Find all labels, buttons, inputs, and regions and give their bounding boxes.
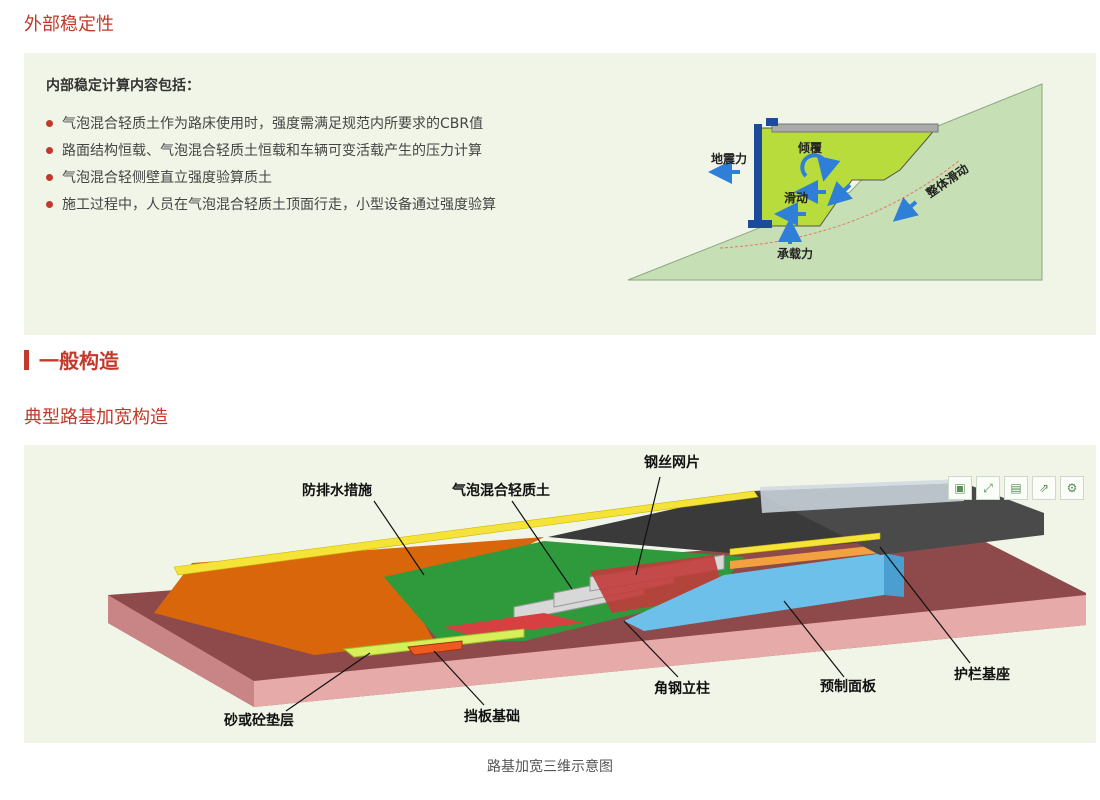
ground-front-face: [254, 595, 1086, 707]
ground-left-face: [108, 595, 254, 707]
save-image-icon[interactable]: ▤: [1004, 476, 1028, 500]
road-slab: [771, 123, 939, 133]
leader-drainage: [373, 500, 425, 576]
baffle-foundation: [407, 640, 463, 656]
wall-panel: [754, 124, 762, 228]
widening-3d-diagram: 防排水措施 气泡混合轻质土 钢丝网片 角钢立柱 预制面板 护栏基座 砂或砼垫层 …: [108, 454, 1086, 729]
label-cushion: 砂或砼垫层: [223, 712, 294, 729]
leader-guardrail-base: [879, 546, 971, 664]
list-item: 气泡混合轻质土作为路床使用时，强度需满足规范内所要求的CBR值: [46, 111, 536, 138]
bullet-icon: [46, 174, 53, 181]
section-title-typical-widening: 典型路基加宽构造: [24, 407, 168, 428]
label-drainage: 防排水措施: [302, 482, 372, 499]
label-angle-column: 角钢立柱: [654, 680, 710, 697]
fit-icon[interactable]: ▣: [948, 476, 972, 500]
label-slide: 滑动: [784, 190, 808, 205]
stability-diagram: 地震力 倾覆 滑动 承载力 整体滑动: [627, 83, 1043, 281]
overturn-arrow: [800, 153, 841, 182]
cushion-layer: [342, 628, 525, 658]
share-icon[interactable]: ⇗: [1032, 476, 1056, 500]
list-item: 施工过程中，人员在气泡混合轻质土顶面行走，小型设备通过强度验算: [46, 192, 536, 219]
panel-side: [884, 553, 904, 597]
bullet-icon: [46, 120, 53, 127]
wall-footing: [748, 220, 772, 228]
leader-baffle: [433, 650, 485, 706]
guardrail-base: [730, 545, 880, 569]
list-item: 路面结构恒载、气泡混合轻质土恒载和车辆可变活载产生的压力计算: [46, 138, 536, 165]
label-foam-soil: 气泡混合轻质土: [451, 482, 550, 499]
fullscreen-icon[interactable]: ⤢: [976, 476, 1000, 500]
leader-precast-panel: [783, 600, 845, 678]
label-bearing: 承载力: [777, 246, 813, 261]
label-guardrail-base: 护栏基座: [954, 666, 1010, 683]
label-steel-mesh: 钢丝网片: [644, 454, 700, 471]
railing-near: [729, 532, 881, 556]
slide-arrow-3: [827, 181, 853, 207]
calc-list: 气泡混合轻质土作为路床使用时，强度需满足规范内所要求的CBR值 路面结构恒载、气…: [46, 111, 536, 219]
bullet-icon: [46, 201, 53, 208]
precast-panels: [624, 553, 884, 631]
widening-3d-figure: 防排水措施 气泡混合轻质土 钢丝网片 角钢立柱 预制面板 护栏基座 砂或砼垫层 …: [24, 445, 1096, 743]
label-earthquake: 地震力: [711, 151, 747, 166]
section-title-external-stability: 外部稳定性: [24, 14, 114, 35]
existing-road-edge: [760, 479, 964, 513]
figure-toolbar: ▣ ⤢ ▤ ⇗ ⚙: [948, 476, 1084, 500]
section-title-general-structure: 一般构造: [24, 345, 119, 374]
steel-mesh-lower: [444, 613, 584, 637]
leader-foam-soil: [511, 500, 573, 590]
leader-angle-column: [623, 620, 679, 678]
leader-cushion: [285, 652, 371, 712]
overall-slide-arrow: [892, 197, 919, 222]
railing-far: [173, 490, 759, 576]
label-overturn: 倾覆: [797, 140, 823, 155]
leader-steel-mesh: [635, 476, 661, 576]
slip-circle: [719, 159, 961, 249]
panel-heading: 内部稳定计算内容包括：: [46, 78, 200, 94]
settings-icon[interactable]: ⚙: [1060, 476, 1084, 500]
figure-caption: 路基加宽三维示意图: [487, 759, 613, 775]
label-precast-panel: 预制面板: [820, 678, 877, 695]
label-baffle-foundation: 挡板基础: [464, 708, 520, 725]
list-item: 气泡混合轻侧壁直立强度验算质土: [46, 165, 536, 192]
guardrail-post: [766, 118, 778, 126]
bullet-icon: [46, 147, 53, 154]
title-bar-icon: [24, 349, 29, 370]
